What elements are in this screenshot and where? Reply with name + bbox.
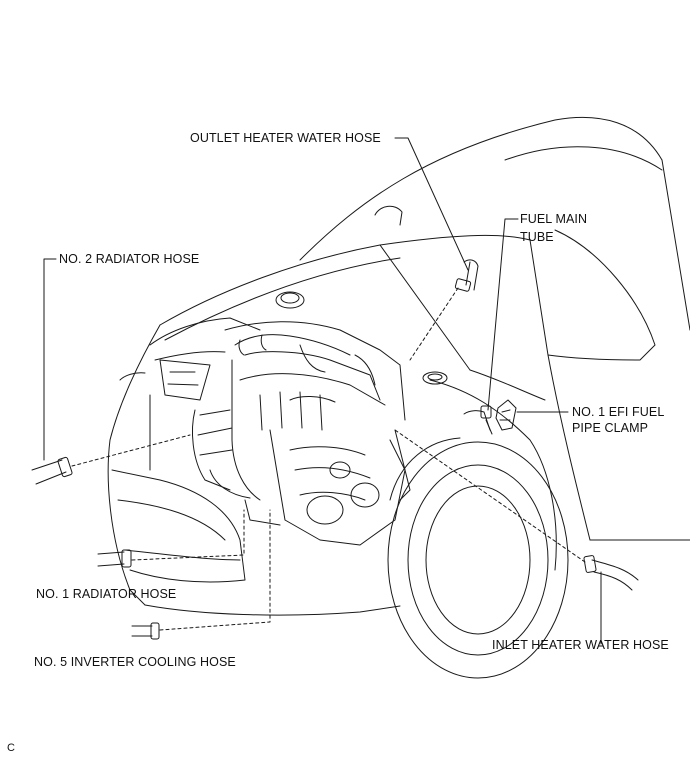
illustration-code: C — [7, 742, 16, 754]
inlet-heater-water-hose-label: INLET HEATER WATER HOSE — [492, 638, 669, 652]
no1-efi-fuel-pipe-clamp-label-line2: PIPE CLAMP — [572, 421, 649, 435]
fuel-main-tube-part — [463, 405, 493, 435]
no1-radiator-hose-part — [97, 549, 132, 568]
no5-inverter-cooling-hose-part — [131, 622, 160, 640]
no1-radiator-hose-label: NO. 1 RADIATOR HOSE — [36, 587, 177, 601]
outlet-heater-water-hose-part — [454, 259, 479, 292]
engine-assembly — [149, 291, 448, 546]
no2-radiator-hose-label: NO. 2 RADIATOR HOSE — [59, 252, 200, 266]
no5-inverter-cooling-hose-label: NO. 5 INVERTER COOLING HOSE — [34, 655, 236, 669]
part-illustrations — [31, 259, 639, 640]
fuel-main-tube-label-line2: TUBE — [520, 230, 554, 244]
inlet-heater-water-hose-part — [583, 555, 639, 591]
no2-radiator-hose-part — [31, 456, 73, 485]
no1-efi-fuel-pipe-clamp-part — [495, 399, 517, 431]
car-body-outline — [107, 117, 690, 679]
no1-efi-fuel-pipe-clamp-label-line1: NO. 1 EFI FUEL — [572, 405, 665, 419]
dashed-connector-lines — [71, 287, 586, 631]
fuel-main-tube-label-line1: FUEL MAIN — [520, 212, 588, 226]
outlet-heater-water-hose-label: OUTLET HEATER WATER HOSE — [190, 131, 381, 145]
leader-lines — [43, 137, 602, 645]
